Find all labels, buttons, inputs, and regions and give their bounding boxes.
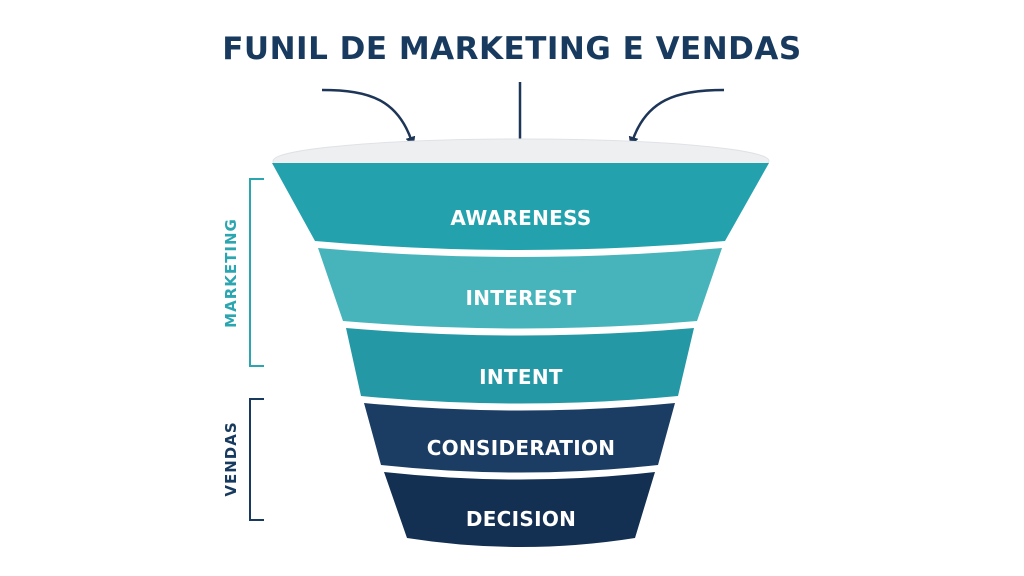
vendas-label: VENDAS xyxy=(222,421,240,496)
stage-consideration-shape xyxy=(364,403,675,473)
stage-interest-label: INTEREST xyxy=(466,286,577,310)
marketing-group: MARKETING xyxy=(222,178,264,367)
incoming-arrows xyxy=(321,82,725,153)
stage-interest: INTEREST xyxy=(318,248,722,329)
stage-decision: DECISION xyxy=(384,472,655,547)
stage-consideration: CONSIDERATION xyxy=(364,403,675,473)
stage-awareness-shape xyxy=(272,163,769,250)
stage-intent-label: INTENT xyxy=(479,365,563,389)
stage-intent: INTENT xyxy=(346,328,694,404)
funnel-stages: AWARENESS INTEREST INTENT CONSIDERATION … xyxy=(272,163,769,547)
vendas-group: VENDAS xyxy=(222,398,264,521)
arrow-right-icon xyxy=(628,88,725,147)
stage-decision-shape xyxy=(384,472,655,547)
stage-intent-shape xyxy=(346,328,694,404)
stage-awareness-label: AWARENESS xyxy=(450,206,591,230)
stage-consideration-label: CONSIDERATION xyxy=(427,436,616,460)
marketing-bracket xyxy=(249,178,264,367)
arrow-left-icon xyxy=(321,88,416,147)
stage-decision-label: DECISION xyxy=(466,507,576,531)
marketing-label: MARKETING xyxy=(222,218,240,328)
stage-interest-shape xyxy=(318,248,722,329)
diagram-title: FUNIL DE MARKETING E VENDAS xyxy=(222,31,801,67)
vendas-bracket xyxy=(249,398,264,521)
stage-awareness: AWARENESS xyxy=(272,163,769,250)
